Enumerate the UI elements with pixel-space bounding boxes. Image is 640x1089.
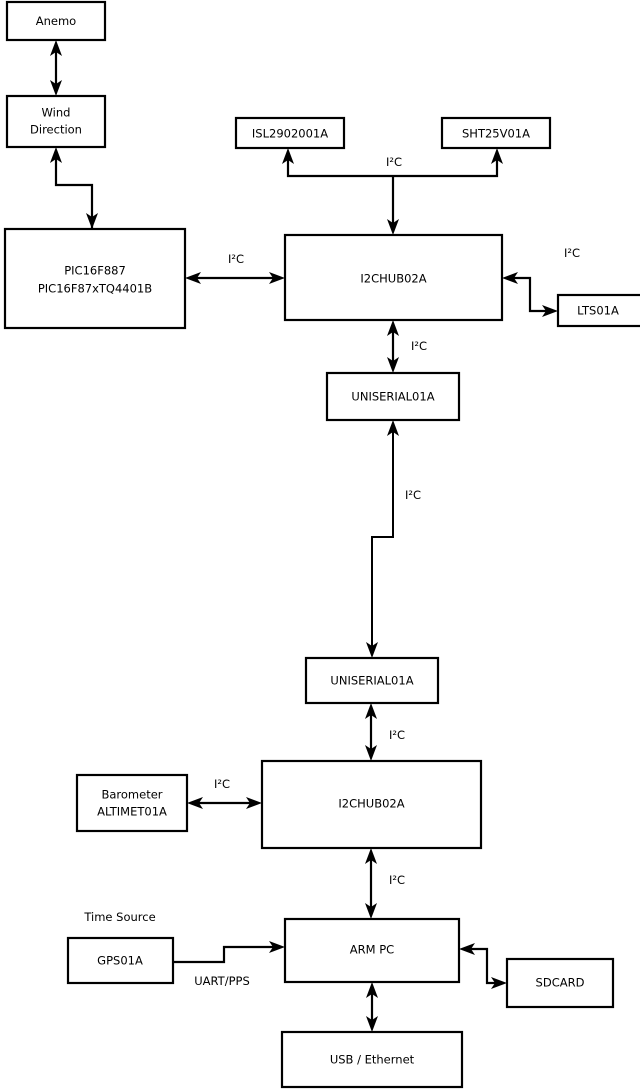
edge-label-uniserial-hubbot: I²C (389, 728, 405, 742)
connector-pic-wind-direction (50, 147, 98, 229)
edge-label-sensor-bus: I²C (386, 155, 402, 169)
node-pic-mcu[interactable]: PIC16F887 PIC16F87xTQ4401B (3, 227, 187, 330)
label-time-source: Time Source (83, 910, 155, 924)
node-i2chub02a-top-label: I2CHUB02A (360, 272, 426, 286)
arrow-down-icon (366, 642, 378, 658)
node-uniserial01a-bottom-label: UNISERIAL01A (330, 674, 413, 688)
edge-label-hub-lts: I²C (564, 246, 580, 260)
edge-label-barometer-hubbot: I²C (214, 777, 230, 791)
node-wind-direction-label-line2: Direction (30, 123, 82, 137)
node-wind-direction[interactable]: Wind Direction (5, 94, 107, 149)
node-usb-ethernet-label: USB / Ethernet (330, 1053, 415, 1067)
node-gps01a[interactable]: GPS01A (66, 936, 175, 985)
arrow-up-icon (50, 40, 62, 56)
node-sdcard-label: SDCARD (536, 976, 585, 990)
edge-label-pic-hub: I²C (228, 252, 244, 266)
connector-i2chub02a-bottom-arm-pc: I²C (365, 848, 405, 919)
arrow-up-icon (365, 848, 377, 864)
node-usb-ethernet-box[interactable] (280, 1030, 464, 1089)
connector-pic-i2chub02a-top: I²C (185, 252, 285, 284)
node-pic-mcu-label-line1: PIC16F887 (64, 264, 126, 278)
node-i2chub02a-bottom-box[interactable] (260, 759, 483, 850)
node-gps01a-label: GPS01A (97, 954, 143, 968)
arrow-right-icon (246, 797, 262, 809)
node-pic-mcu-label-line2: PIC16F87xTQ4401B (38, 282, 152, 296)
connector-i2chub02a-top-lts01a: I²C (502, 246, 580, 317)
node-isl2902001a[interactable]: ISL2902001A (234, 116, 346, 150)
arrow-up-icon (387, 320, 399, 336)
node-lts01a-box[interactable] (556, 293, 640, 328)
arrow-right-icon (491, 977, 507, 989)
arrow-left-icon (185, 272, 201, 284)
edge-label-hubbot-armpc: I²C (389, 873, 405, 887)
node-usb-ethernet[interactable]: USB / Ethernet (280, 1030, 464, 1089)
arrow-up-icon (387, 420, 399, 436)
connector-arm-pc-usb-ethernet (366, 982, 378, 1032)
arrow-down-icon (365, 745, 377, 761)
arrow-up-icon (365, 703, 377, 719)
node-sht25v01a-label: SHT25V01A (462, 127, 530, 141)
node-i2chub02a-top-box[interactable] (283, 233, 504, 322)
node-sht25v01a-box[interactable] (440, 116, 552, 150)
connector-barometer-i2chub02a-bottom: I²C (187, 777, 262, 809)
node-arm-pc[interactable]: ARM PC (283, 917, 461, 984)
node-barometer-altimet01a[interactable]: Barometer ALTIMET01A (75, 773, 189, 833)
node-lts01a-label: LTS01A (577, 304, 619, 318)
node-barometer-altimet01a-box[interactable] (75, 773, 189, 833)
arrow-right-icon (269, 941, 285, 953)
arrow-left-icon (459, 943, 475, 955)
arrow-left-icon (187, 797, 203, 809)
arrow-down-icon (365, 903, 377, 919)
node-anemo[interactable]: Anemo (5, 0, 107, 42)
arrow-up-icon (491, 148, 503, 164)
arrow-down-icon (387, 357, 399, 373)
edge-label-uniserial-link: I²C (405, 488, 421, 502)
node-pic-mcu-box[interactable] (3, 227, 187, 330)
node-uniserial01a-top[interactable]: UNISERIAL01A (325, 371, 461, 422)
node-sht25v01a[interactable]: SHT25V01A (440, 116, 552, 150)
node-gps01a-box[interactable] (66, 936, 175, 985)
node-i2chub02a-bottom[interactable]: I2CHUB02A (260, 759, 483, 850)
node-lts01a[interactable]: LTS01A (556, 293, 640, 328)
arrow-right-icon (542, 305, 558, 317)
edge-label-hub-uniserial: I²C (411, 339, 427, 353)
node-arm-pc-label: ARM PC (350, 943, 394, 957)
arrow-up-icon (282, 148, 294, 164)
arrow-down-icon (366, 1016, 378, 1032)
node-sdcard-box[interactable] (505, 957, 615, 1009)
node-isl2902001a-box[interactable] (234, 116, 346, 150)
node-uniserial01a-bottom[interactable]: UNISERIAL01A (304, 656, 440, 705)
connector-anemo-wind-direction (50, 40, 62, 96)
connector-arm-pc-sdcard (459, 943, 507, 989)
node-wind-direction-box[interactable] (5, 94, 107, 149)
node-uniserial01a-top-box[interactable] (325, 371, 461, 422)
connector-i2chub02a-top-uniserial-top: I²C (387, 320, 427, 373)
node-anemo-label: Anemo (36, 14, 76, 28)
connector-i2chub02a-top-sensor-bus: I²C (282, 148, 503, 235)
connector-uniserial-top-uniserial-bottom: I²C (366, 420, 421, 658)
arrow-left-icon (502, 272, 518, 284)
node-barometer-label-line2: ALTIMET01A (97, 805, 167, 819)
node-isl2902001a-label: ISL2902001A (252, 127, 328, 141)
arrow-right-icon (269, 272, 285, 284)
node-arm-pc-box[interactable] (283, 917, 461, 984)
arrow-up-icon (366, 982, 378, 998)
node-barometer-label-line1: Barometer (101, 788, 162, 802)
arrow-down-icon (50, 80, 62, 96)
arrow-down-icon (86, 213, 98, 229)
edge-label-gps-armpc: UART/PPS (194, 974, 250, 988)
node-uniserial01a-top-label: UNISERIAL01A (351, 390, 434, 404)
node-i2chub02a-top[interactable]: I2CHUB02A (283, 233, 504, 322)
connector-gps01a-arm-pc: UART/PPS (173, 941, 285, 988)
connector-uniserial-bottom-i2chub02a-bottom: I²C (365, 703, 405, 761)
node-i2chub02a-bottom-label: I2CHUB02A (338, 797, 404, 811)
node-wind-direction-label-line1: Wind (42, 106, 71, 120)
arrow-up-icon (50, 147, 62, 163)
arrow-down-icon (387, 219, 399, 235)
node-sdcard[interactable]: SDCARD (505, 957, 615, 1009)
